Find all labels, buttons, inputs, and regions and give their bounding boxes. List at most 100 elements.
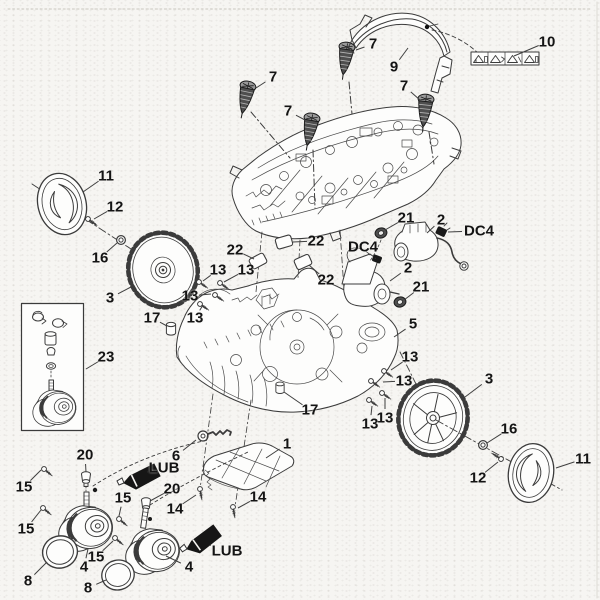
leader-line-6 xyxy=(182,439,197,451)
leader-line-23 xyxy=(85,361,99,370)
callout-21-19: 21 xyxy=(397,209,415,227)
leader-line-2 xyxy=(426,225,435,234)
callout-13-27: 13 xyxy=(395,372,413,390)
callout-4-46: 4 xyxy=(184,558,194,576)
leader-line-3 xyxy=(117,286,132,295)
callout-7-3: 7 xyxy=(399,77,409,95)
callout-7-0: 7 xyxy=(268,68,278,86)
screw-part7-group xyxy=(232,40,435,209)
leader-line-4 xyxy=(85,548,89,559)
callout-15-44: 15 xyxy=(87,548,105,566)
callout-12-33: 12 xyxy=(469,469,487,487)
leader-line-20 xyxy=(149,492,165,502)
leader-line-15 xyxy=(118,506,122,517)
dc4-connector-right xyxy=(435,222,451,237)
leader-line-7 xyxy=(410,91,421,101)
callout-22-17: 22 xyxy=(307,232,325,250)
callout-13-14: 13 xyxy=(186,309,204,327)
leader-line-10 xyxy=(513,45,539,57)
leader-line-14 xyxy=(182,494,197,505)
leader-line-15 xyxy=(102,540,114,552)
leader-line-2 xyxy=(389,272,401,282)
leader-line-16 xyxy=(106,242,118,253)
carry-handle-part9 xyxy=(347,12,479,94)
damper-pads-part22 xyxy=(247,233,314,271)
blade-key-part6 xyxy=(197,429,232,442)
callout-2-23: 2 xyxy=(403,259,413,277)
callout-22-18: 22 xyxy=(317,271,335,289)
callout-14-37: 14 xyxy=(166,500,184,518)
callout-23-16: 23 xyxy=(97,348,115,366)
callout-14-38: 14 xyxy=(249,488,267,506)
leader-line-8 xyxy=(34,561,48,575)
callout-20-39: 20 xyxy=(76,446,94,464)
drive-motor-left-part2 xyxy=(341,239,400,307)
callout-17-15: 17 xyxy=(143,309,161,327)
leader-line-13 xyxy=(223,273,239,283)
leader-line-4 xyxy=(165,555,182,564)
leader-line-15 xyxy=(30,469,42,481)
leader-line-22 xyxy=(242,253,255,260)
callout-2-20: 2 xyxy=(436,211,446,229)
callout-dc4-21: DC4 xyxy=(463,222,495,240)
leader-line-21 xyxy=(403,292,415,301)
ring-part16-left xyxy=(115,235,127,245)
leader-line-11 xyxy=(82,180,99,193)
lower-chassis-part5 xyxy=(175,229,434,419)
dc4-connector-left xyxy=(371,254,383,264)
callout-6-35: 6 xyxy=(171,447,181,465)
callout-13-13: 13 xyxy=(181,287,199,305)
leader-line-3 xyxy=(464,383,483,398)
leader-line-13 xyxy=(202,274,212,282)
callout-1-36: 1 xyxy=(282,435,292,453)
caster-assembly-right-part4 xyxy=(120,451,249,578)
callout-4-45: 4 xyxy=(79,558,89,576)
leader-line-12 xyxy=(93,211,108,220)
callout-9-4: 9 xyxy=(389,58,399,76)
leader-line-14 xyxy=(237,500,251,509)
leader-line-5 xyxy=(393,328,406,338)
leader-line-13 xyxy=(370,405,373,416)
leader-line-7 xyxy=(295,114,306,121)
leader-line-17 xyxy=(159,321,168,327)
callout-8-48: 8 xyxy=(83,579,93,597)
leader-line-13 xyxy=(198,293,212,296)
leader-line-8 xyxy=(96,579,107,585)
leader-line-13 xyxy=(199,304,204,311)
callout-13-29: 13 xyxy=(361,415,379,433)
callout-22-10: 22 xyxy=(226,241,244,259)
leader-line-1 xyxy=(265,448,280,459)
callout-3-9: 3 xyxy=(105,289,115,307)
callout-16-8: 16 xyxy=(91,249,109,267)
callout-7-1: 7 xyxy=(368,35,378,53)
leader-line-15 xyxy=(31,509,42,523)
callout-13-12: 13 xyxy=(237,261,255,279)
leader-line-13 xyxy=(382,380,396,383)
leader-line-22 xyxy=(292,240,308,243)
callout-13-26: 13 xyxy=(401,348,419,366)
callout-15-43: 15 xyxy=(114,489,132,507)
inset-box-part23 xyxy=(20,302,85,432)
callout-10-5: 10 xyxy=(538,33,556,51)
wheel-cover-right-part11 xyxy=(507,443,555,503)
drive-wheel-left-part3 xyxy=(125,230,201,310)
callout-11-6: 11 xyxy=(98,167,114,185)
drive-motor-right-part2 xyxy=(393,221,469,271)
callout-15-41: 15 xyxy=(15,478,33,496)
callout-3-31: 3 xyxy=(484,370,494,388)
leader-line-9 xyxy=(398,47,409,61)
leader-line-7 xyxy=(355,46,365,51)
callout-15-42: 15 xyxy=(17,520,35,538)
leader-line-11 xyxy=(555,461,575,469)
callout-16-32: 16 xyxy=(500,420,518,438)
wheel-cover-left-part11 xyxy=(36,172,88,236)
screw-part14-right xyxy=(229,503,239,520)
leader-line-13 xyxy=(390,361,403,371)
caster-assembly-left-part4 xyxy=(53,439,209,555)
callout-21-24: 21 xyxy=(412,278,430,296)
leader-line-21 xyxy=(384,222,399,231)
leader-line-22 xyxy=(308,264,320,275)
callout-7-2: 7 xyxy=(283,102,293,120)
callout-17-30: 17 xyxy=(301,401,319,419)
